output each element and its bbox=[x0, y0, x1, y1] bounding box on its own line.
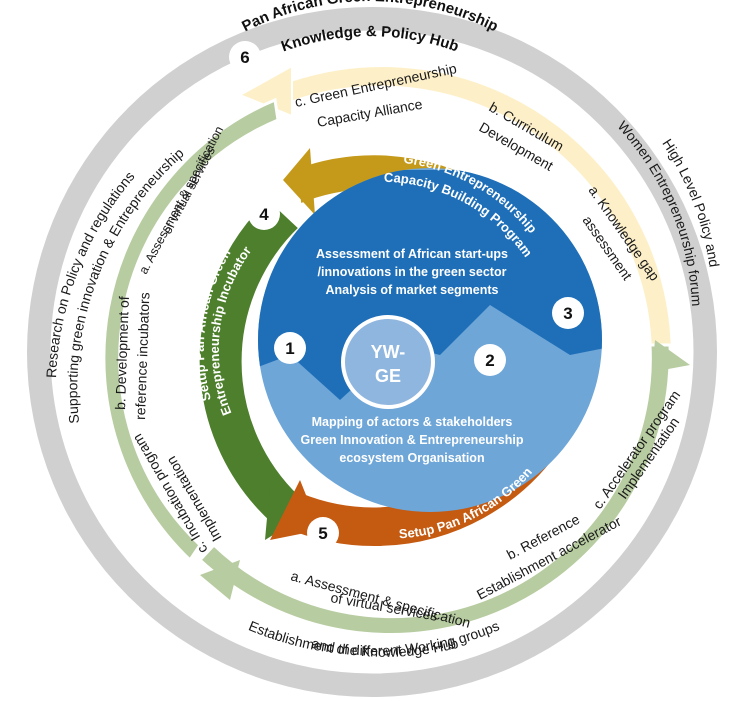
core-bottom-line3: ecosystem Organisation bbox=[339, 451, 484, 465]
svg-text:4: 4 bbox=[259, 205, 269, 224]
yw-ge-circle bbox=[341, 315, 435, 409]
badge-1: 1 bbox=[274, 332, 306, 364]
core-bottom-line1: Mapping of actors & stakeholders bbox=[312, 415, 513, 429]
core-top bbox=[258, 170, 602, 400]
svg-text:5: 5 bbox=[318, 524, 327, 543]
badge-5: 5 bbox=[307, 517, 339, 549]
badge-6: 6 bbox=[229, 41, 261, 73]
cream-arc bbox=[253, 64, 674, 374]
incubator-b-line2: reference incubators bbox=[132, 292, 152, 420]
core-bottom-line2: Green Innovation & Entrepreneurship bbox=[301, 433, 524, 447]
badge-2: 2 bbox=[474, 344, 506, 376]
svg-text:2: 2 bbox=[485, 351, 494, 370]
yw-ge-line2: GE bbox=[375, 366, 401, 386]
orange-arrow-head bbox=[270, 480, 320, 540]
core-top-line1: Assessment of African start-ups bbox=[316, 247, 508, 261]
svg-text:1: 1 bbox=[285, 339, 294, 358]
badge-3: 3 bbox=[552, 297, 584, 329]
core-top-line2: /innovations in the green sector bbox=[318, 265, 507, 279]
light-green-arrow-right bbox=[652, 340, 690, 372]
svg-text:6: 6 bbox=[240, 48, 249, 67]
badge-4: 4 bbox=[248, 198, 280, 230]
gold-arrow-head bbox=[283, 148, 315, 215]
light-green-arrow-bottom bbox=[200, 560, 240, 600]
incubator-b-line1: b. Development of bbox=[112, 296, 132, 410]
light-green-left-arc bbox=[102, 97, 280, 563]
core-top-line3: Analysis of market segments bbox=[326, 283, 499, 297]
yw-ge-line1: YW- bbox=[371, 342, 406, 362]
svg-text:3: 3 bbox=[563, 304, 572, 323]
